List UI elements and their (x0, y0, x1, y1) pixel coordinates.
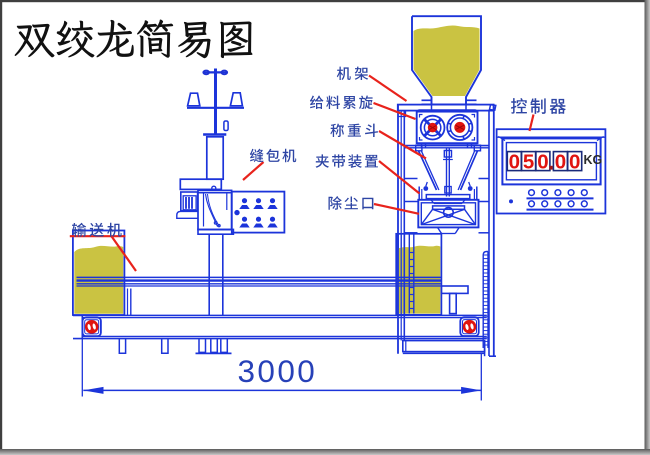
svg-text:0: 0 (555, 150, 566, 173)
svg-text:0: 0 (509, 150, 520, 173)
svg-text:0: 0 (537, 150, 548, 173)
svg-text:3000: 3000 (238, 353, 318, 389)
svg-text:KG: KG (584, 153, 603, 167)
svg-text:5: 5 (523, 150, 534, 173)
svg-text:0: 0 (569, 150, 580, 173)
